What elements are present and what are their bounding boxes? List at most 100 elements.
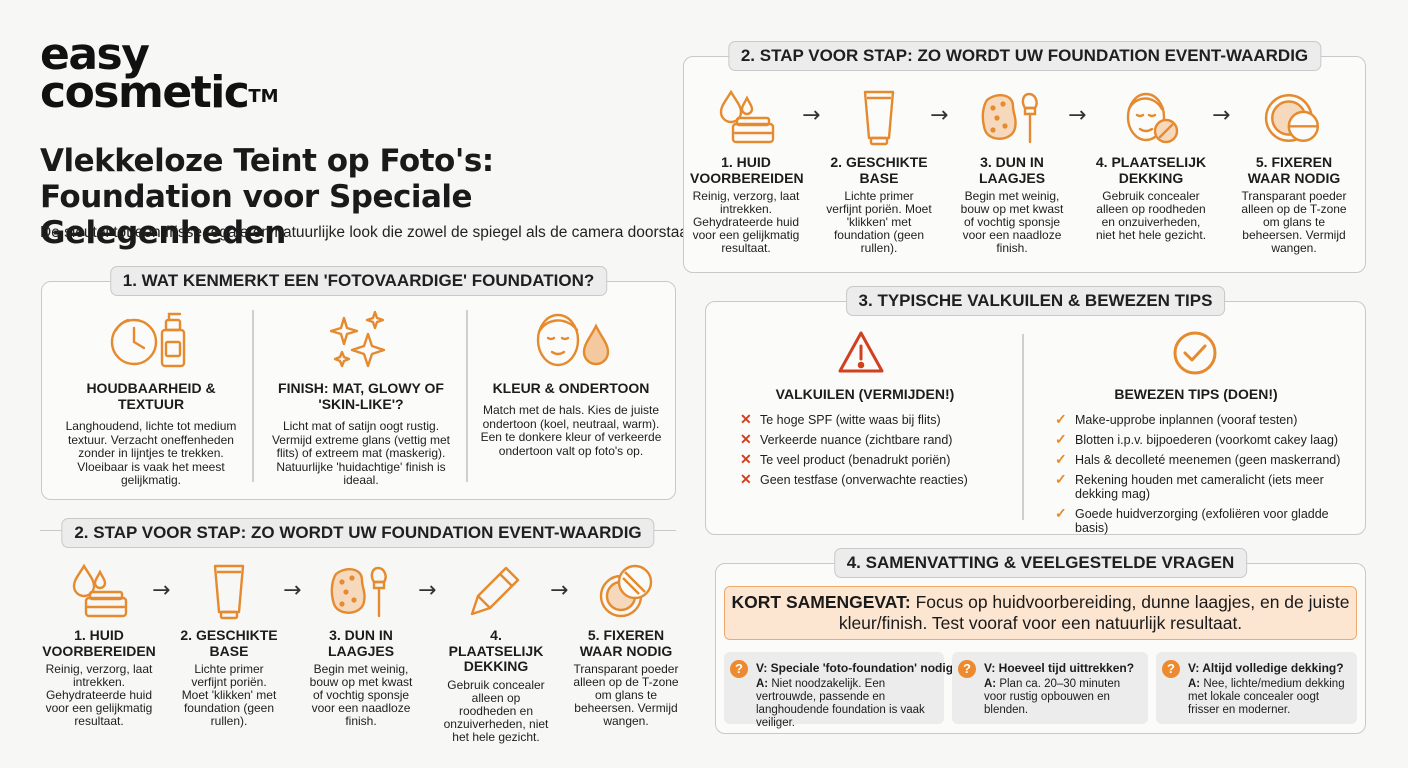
page-title: Vlekkeloze Teint op Foto's: Foundation v…: [40, 143, 494, 251]
drops-and-jar-icon: [719, 89, 775, 144]
pitfall-item: ✕Verkeerde nuance (zichtbare rand): [740, 431, 953, 447]
section-2-step-5: 5. FIXEREN WAAR NODIG Transparant poeder…: [570, 562, 682, 728]
check-circle-icon: [1173, 331, 1217, 375]
faq-answer-2: A: Plan ca. 20–30 minuten voor rustig op…: [984, 678, 1121, 716]
arrow-right-icon: →: [418, 578, 437, 603]
face-concealer-icon: [1126, 92, 1179, 144]
section-2-right-step-1-text: Reinig, verzorg, laat intrekken. Gehydra…: [692, 189, 800, 255]
checkmark-icon: ✓: [1055, 471, 1067, 487]
section-1-column-3: KLEUR & ONDERTOON Match met de hals. Kie…: [476, 308, 666, 458]
faq-question-3: V: Altijd volledige dekking?: [1188, 661, 1344, 675]
section-2-right-step-5-text: Transparant poeder alleen op de T-zone o…: [1241, 189, 1347, 255]
brand-line-1: easy: [40, 29, 150, 80]
section-1-column-2: FINISH: MAT, GLOWY OF 'SKIN-LIKE'? Licht…: [266, 308, 456, 488]
section-2-right-step-4: 4. PLAATSELIJK DEKKING Gebruik concealer…: [1092, 87, 1210, 242]
section-2-right-step-4-text: Gebruik concealer alleen op roodheden en…: [1095, 189, 1207, 242]
pitfall-item: ✕Geen testfase (onverwachte reacties): [740, 471, 968, 487]
section-2-step-1: 1. HUID VOORBEREIDEN Reinig, verzorg, la…: [40, 562, 158, 728]
pitfall-item: ✕Te veel product (benadrukt poriën): [740, 451, 951, 467]
faq-question-1: V: Speciale 'foto-foundation' nodig?: [756, 661, 961, 675]
pitfalls-heading: VALKUILEN (VERMIJDEN!): [775, 386, 955, 402]
section-2-right-step-5: 5. FIXEREN WAAR NODIG Transparant poeder…: [1234, 87, 1354, 255]
cross-icon: ✕: [740, 471, 752, 487]
tips-heading: BEWEZEN TIPS (DOEN!): [1114, 386, 1278, 402]
section-2-step-4-text: Gebruik concealer alleen op roodheden en…: [443, 677, 549, 744]
section-1-heading-1: HOUDBAARHEID & TEXTUUR: [86, 380, 216, 412]
checkmark-icon: ✓: [1055, 431, 1067, 447]
tip-item: ✓Goede huidverzorging (exfoliëren voor g…: [1055, 505, 1329, 535]
page-subtitle: De sleutel tot een frisse, egale en natu…: [40, 224, 697, 241]
faq-card-2: ? V: Hoeveel tijd uittrekken? A: Plan ca…: [952, 652, 1148, 724]
section-3-divider: [1022, 334, 1024, 520]
section-2-step-2-text: Lichte primer verfijnt poriën. Moet 'kli…: [181, 662, 277, 728]
arrow-right-icon: →: [1068, 103, 1087, 128]
arrow-right-icon: →: [1212, 103, 1231, 128]
cross-icon: ✕: [740, 451, 752, 467]
arrow-right-icon: →: [283, 578, 302, 603]
section-2-right-step-1-heading: 1. HUID VOORBEREIDEN: [690, 154, 804, 186]
question-icon: ?: [958, 660, 976, 678]
warning-triangle-icon: [838, 331, 884, 373]
powder-compact-icon: [1264, 94, 1320, 143]
cross-icon: ✕: [740, 411, 752, 427]
cross-icon: ✕: [740, 431, 752, 447]
faq-card-1: ? V: Speciale 'foto-foundation' nodig? A…: [724, 652, 960, 729]
powder-compact-icon: [599, 564, 653, 618]
section-2-right-step-1: 1. HUID VOORBEREIDEN Reinig, verzorg, la…: [690, 87, 804, 255]
arrow-right-icon: →: [550, 578, 569, 603]
section-1-text-3: Match met de hals. Kies de juiste ondert…: [480, 403, 662, 458]
section-2-step-5-text: Transparant poeder alleen op de T-zone o…: [573, 662, 679, 728]
section-2-right-step-3-heading: 3. DUN IN LAAGJES: [978, 154, 1046, 186]
faq-answer-3: A: Nee, lichte/medium dekking met lokale…: [1188, 678, 1345, 716]
section-4-title: 4. SAMENVATTING & VEELGESTELDE VRAGEN: [833, 548, 1248, 578]
question-icon: ?: [1162, 660, 1180, 678]
trademark: TM: [248, 86, 279, 107]
section-3-panel: 3. TYPISCHE VALKUILEN & BEWEZEN TIPS VAL…: [705, 286, 1366, 535]
arrow-right-icon: →: [930, 103, 949, 128]
pitfall-item: ✕Te hoge SPF (witte waas bij flits): [740, 411, 941, 427]
tip-item: ✓Rekening houden met cameralicht (iets m…: [1055, 471, 1324, 501]
drops-and-jar-icon: [72, 563, 128, 618]
section-2-right-step-2-heading: 2. GESCHIKTE BASE: [830, 154, 928, 186]
arrow-right-icon: →: [152, 578, 171, 603]
section-2-step-1-text: Reinig, verzorg, laat intrekken. Gehydra…: [45, 662, 153, 728]
section-2-step-3: 3. DUN IN LAAGJES Begin met weinig, bouw…: [306, 562, 416, 728]
question-icon: ?: [730, 660, 748, 678]
tip-item: ✓Blotten i.p.v. bijpoederen (voorkomt ca…: [1055, 431, 1339, 447]
section-2-step-3-text: Begin met weinig, bouw op met kwast of v…: [309, 662, 413, 728]
section-1-heading-3: KLEUR & ONDERTOON: [492, 380, 650, 396]
sponge-and-brush-icon: [330, 566, 387, 618]
section-3-title: 3. TYPISCHE VALKUILEN & BEWEZEN TIPS: [845, 286, 1226, 316]
checkmark-icon: ✓: [1055, 411, 1067, 427]
faq-question-2: V: Hoeveel tijd uittrekken?: [984, 661, 1135, 675]
section-2-step-1-heading: 1. HUID VOORBEREIDEN: [42, 627, 156, 659]
section-1-column-1: HOUDBAARHEID & TEXTUUR Langhoudend, lich…: [56, 308, 246, 488]
summary-text: Focus op huidvoorbereiding, dunne laagje…: [838, 592, 1350, 633]
section-2-right-step-3-text: Begin met weinig, bouw op met kwast of v…: [960, 189, 1064, 255]
tube-icon: [213, 564, 245, 620]
section-1-divider-1: [252, 310, 254, 482]
sponge-and-brush-icon: [981, 92, 1038, 144]
section-2-title: 2. STAP VOOR STAP: ZO WORDT UW FOUNDATIO…: [61, 518, 655, 548]
faq-answer-1: A: Niet noodzakelijk. Een vertrouwde, pa…: [756, 678, 925, 729]
section-2-right-title: 2. STAP VOOR STAP: ZO WORDT UW FOUNDATIO…: [727, 41, 1322, 71]
sparkles-icon: [330, 310, 386, 368]
section-2-right-step-4-heading: 4. PLAATSELIJK DEKKING: [1095, 154, 1207, 186]
faq-card-3: ? V: Altijd volledige dekking? A: Nee, l…: [1156, 652, 1357, 724]
tip-item: ✓Hals & decolleté meenemen (geen maskerr…: [1055, 451, 1341, 467]
checkmark-icon: ✓: [1055, 505, 1067, 521]
checkmark-icon: ✓: [1055, 451, 1067, 467]
tube-icon: [863, 90, 895, 146]
section-2-step-2-heading: 2. GESCHIKTE BASE: [180, 627, 278, 659]
section-2-right-panel: 2. STAP VOOR STAP: ZO WORDT UW FOUNDATIO…: [683, 41, 1366, 273]
section-2-right-step-2: 2. GESCHIKTE BASE Lichte primer verfijnt…: [826, 87, 932, 255]
section-2-step-4: 4. PLAATSELIJK DEKKING Gebruik concealer…: [442, 562, 550, 744]
section-1-heading-2: FINISH: MAT, GLOWY OF 'SKIN-LIKE'?: [278, 380, 444, 412]
section-1-text-2: Licht mat of satijn oogt rustig. Vermijd…: [271, 419, 451, 487]
section-1-title: 1. WAT KENMERKT EEN 'FOTOVAARDIGE' FOUND…: [109, 266, 608, 296]
section-2-step-5-heading: 5. FIXEREN WAAR NODIG: [579, 627, 673, 659]
summary-label: KORT SAMENGEVAT:: [731, 592, 911, 612]
tip-item: ✓Make-upprobe inplannen (vooraf testen): [1055, 411, 1298, 427]
section-2-right-step-5-heading: 5. FIXEREN WAAR NODIG: [1247, 154, 1341, 186]
face-and-drop-icon: [536, 313, 610, 367]
